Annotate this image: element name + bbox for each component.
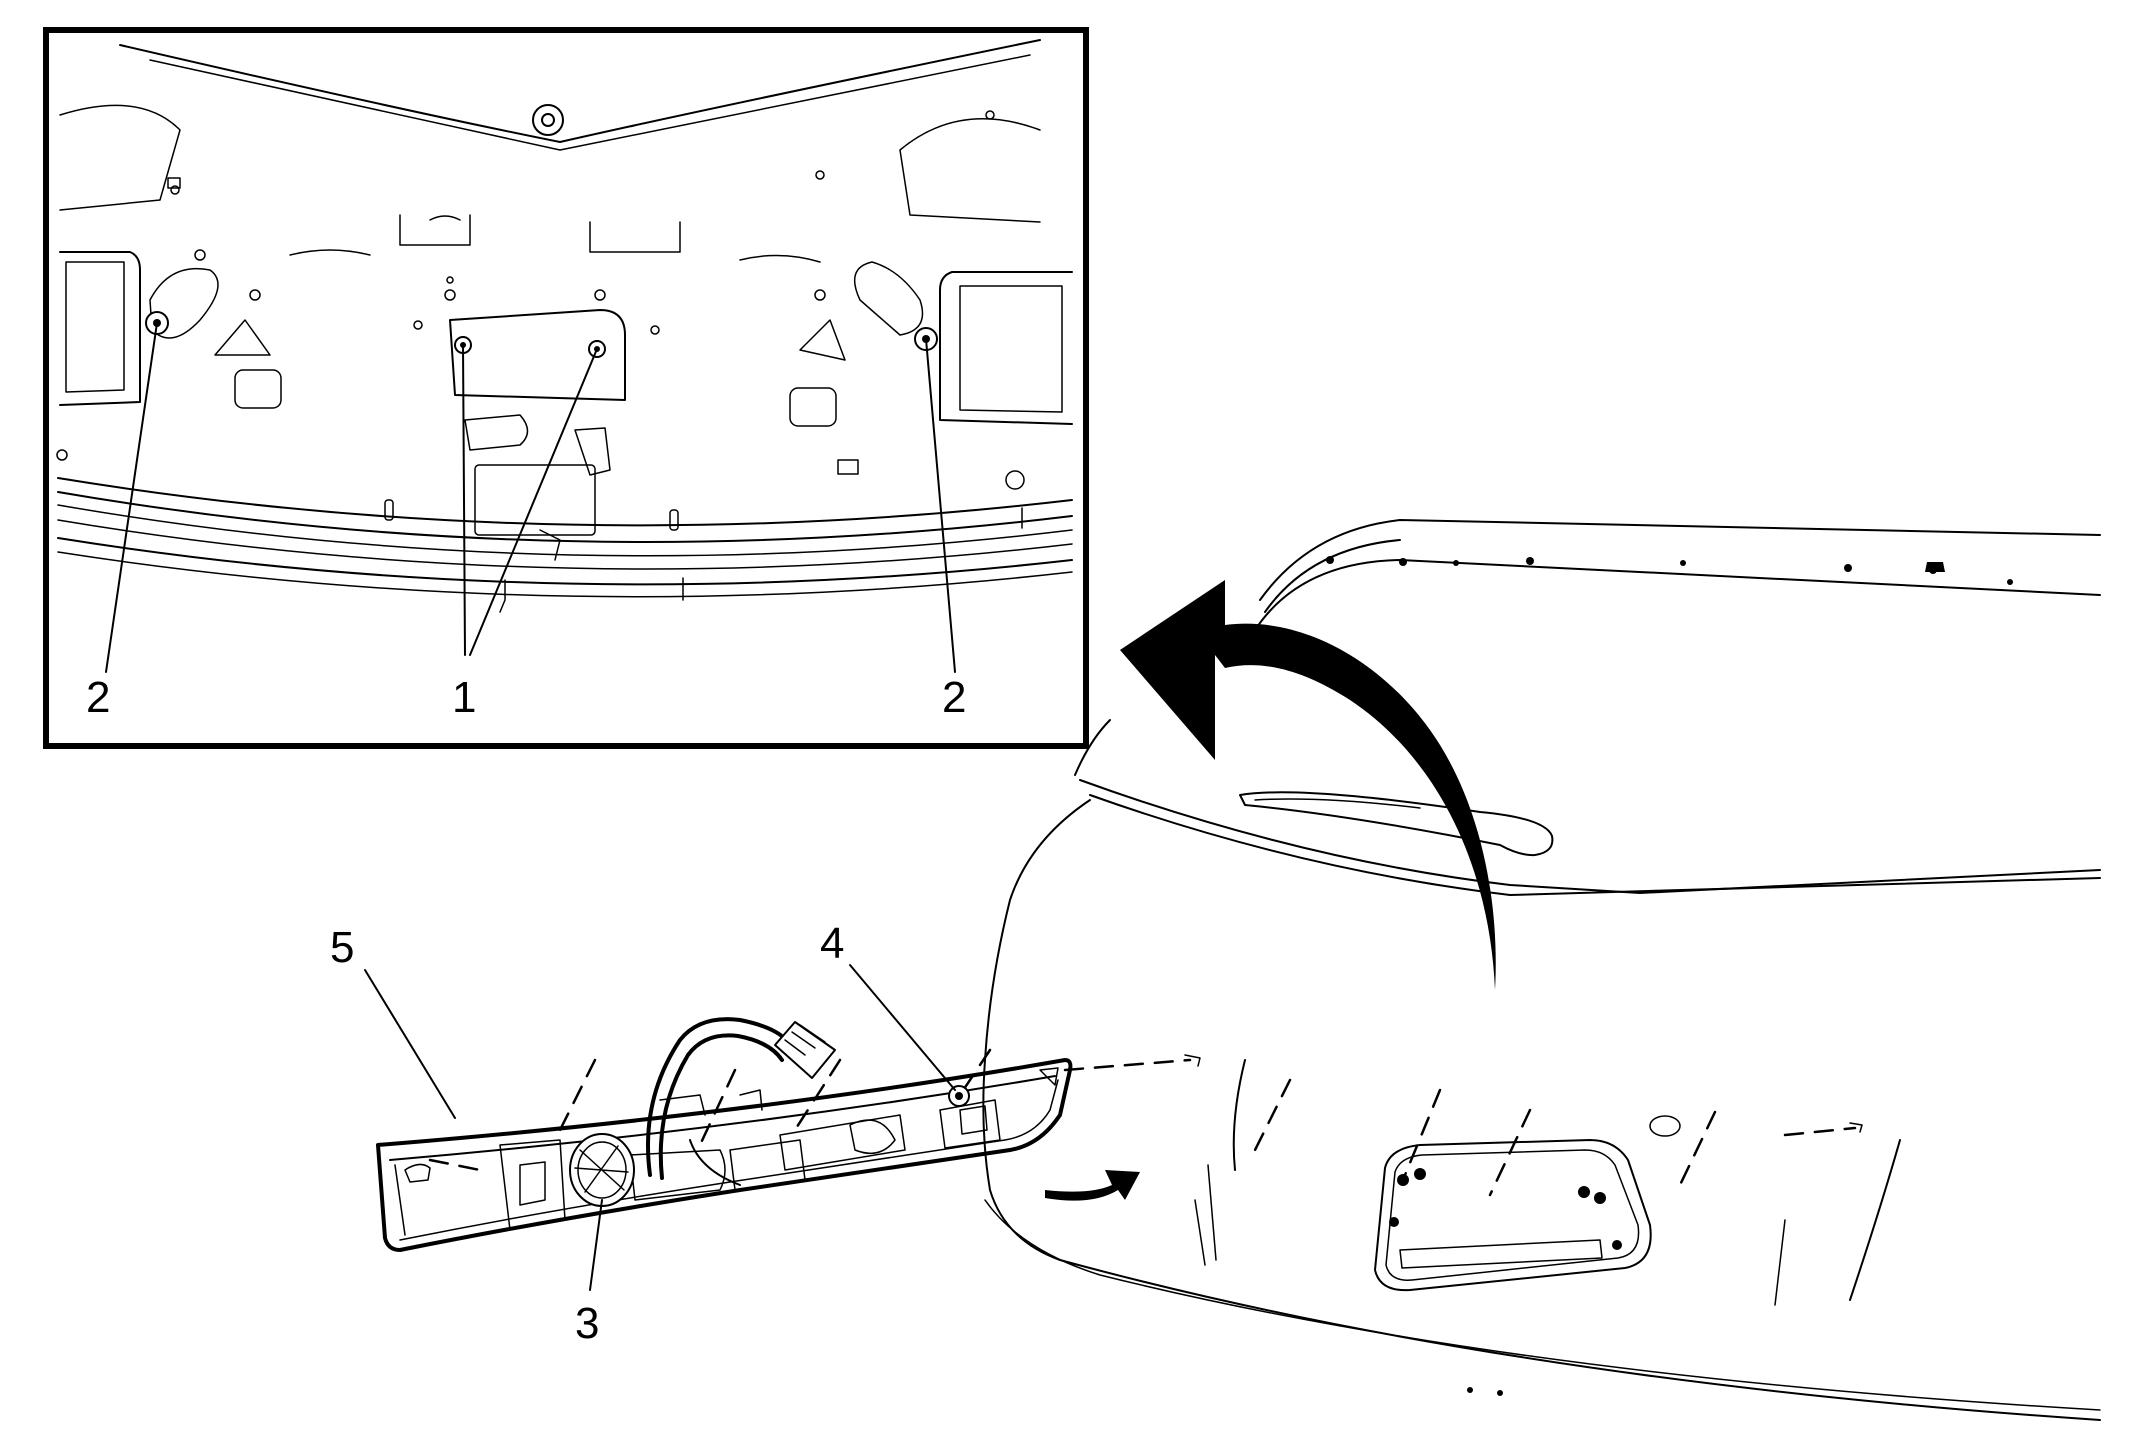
trim-panel-assembly: 3 4 5 (330, 919, 1073, 1348)
inset-top-boss (532, 104, 564, 136)
leader-1b (469, 348, 598, 656)
inset-holes (56, 110, 1025, 531)
leader-3 (589, 1199, 603, 1291)
harness-connector (774, 1021, 836, 1079)
leader-4 (849, 964, 956, 1091)
leader-2-left (105, 322, 158, 673)
callout-1: 1 (452, 673, 476, 722)
direction-arrow-icon (1045, 1170, 1140, 1201)
bulb-socket (569, 1133, 635, 1207)
callout-5: 5 (330, 923, 354, 972)
leader-1a (462, 344, 466, 656)
license-pocket (1374, 1139, 1652, 1292)
leader-5 (364, 969, 456, 1119)
callout-4: 4 (820, 919, 844, 968)
inset-panel: 1 2 2 (43, 27, 1089, 749)
leader-2-right (925, 338, 956, 673)
fastener-4 (948, 1085, 970, 1107)
rotation-arrow-icon (1120, 580, 1496, 990)
callout-3: 3 (575, 1299, 599, 1348)
callout-2-right: 2 (942, 673, 966, 722)
callout-2-left: 2 (86, 673, 110, 722)
liftgate-body (982, 519, 2101, 1421)
trim-dots (1326, 556, 2013, 585)
